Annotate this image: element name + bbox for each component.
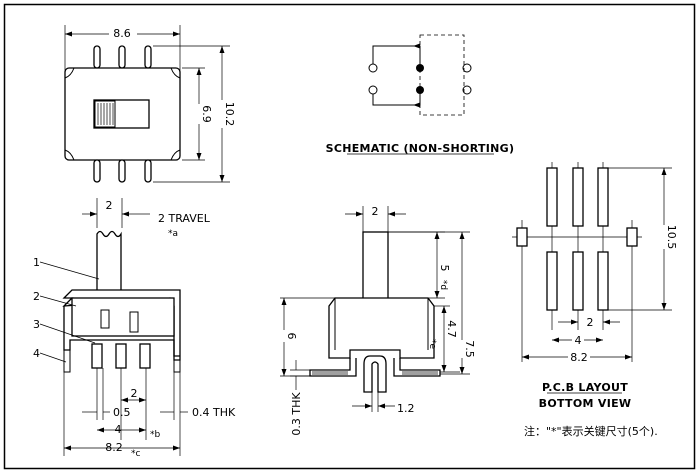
callout-4: 4 (33, 347, 40, 360)
top-inner-height-dim: 6.9 (200, 105, 213, 123)
callout-1: 1 (33, 256, 40, 269)
side-stem-width-dim: 2 (106, 199, 113, 212)
top-view: 8.6 6.9 (64, 25, 236, 183)
top-pins (93, 45, 152, 183)
pcb-height-dim: 10.5 (665, 225, 678, 250)
pcb-pads (516, 167, 638, 311)
side-view: 2 2 TRAVEL *a 1 2 3 4 (33, 198, 236, 459)
pcb-layout: 10.5 2 4 8.2 P.C.B LAYOUT BOTTOM VIEW (512, 162, 678, 410)
end-stem (362, 231, 389, 301)
schematic-title: SCHEMATIC (NON-SHORTING) (326, 142, 515, 155)
end-leg-gap-dim: 1.2 (397, 402, 415, 415)
pcb-span-dim: 4 (575, 334, 582, 347)
key-dimension-note: 注："*"表示关键尺寸(5个). (524, 424, 658, 438)
end-stem-height-note: *d (438, 280, 448, 290)
drawing-border (3, 3, 696, 470)
travel-note: *a (168, 229, 178, 239)
pcb-pitch-dim: 2 (587, 316, 594, 329)
pcb-overall-dim: 8.2 (570, 351, 588, 364)
side-pitch-dim: 2 (131, 387, 138, 400)
pcb-title-line1: P.C.B LAYOUT (542, 381, 628, 394)
schematic: SCHEMATIC (NON-SHORTING) (326, 34, 515, 155)
side-pin-span-dim: 4 (115, 423, 122, 436)
side-overall-width-note: *c (131, 449, 141, 459)
side-thickness-dim: 0.4 THK (192, 406, 236, 419)
schematic-switch-box (419, 34, 465, 116)
side-overall-width-dim: 8.2 (105, 441, 123, 454)
pcb-title-line2: BOTTOM VIEW (539, 397, 632, 410)
top-outer-height-dim: 10.2 (223, 102, 236, 127)
callout-2: 2 (33, 290, 40, 303)
end-thickness-dim: 0.3 THK (290, 392, 303, 436)
end-view: 2 5 *d 4.7 *e 7.5 (278, 205, 476, 436)
end-body (328, 297, 435, 359)
side-pin-width-dim: 0.5 (113, 406, 131, 419)
end-body-height-dim: 6 (285, 333, 298, 340)
end-total-height-dim: 7.5 (463, 340, 476, 358)
side-pin-span-note: *b (150, 430, 161, 440)
end-stem-width-dim: 2 (372, 205, 379, 218)
top-width-dim: 8.6 (113, 27, 131, 40)
travel-label: 2 TRAVEL (158, 212, 211, 225)
stem (96, 230, 122, 298)
end-inner-height-note: *e (427, 339, 437, 350)
end-stem-height-dim: 5 (438, 265, 451, 272)
callout-3: 3 (33, 318, 40, 331)
end-inner-height-dim: 4.7 (445, 320, 458, 338)
